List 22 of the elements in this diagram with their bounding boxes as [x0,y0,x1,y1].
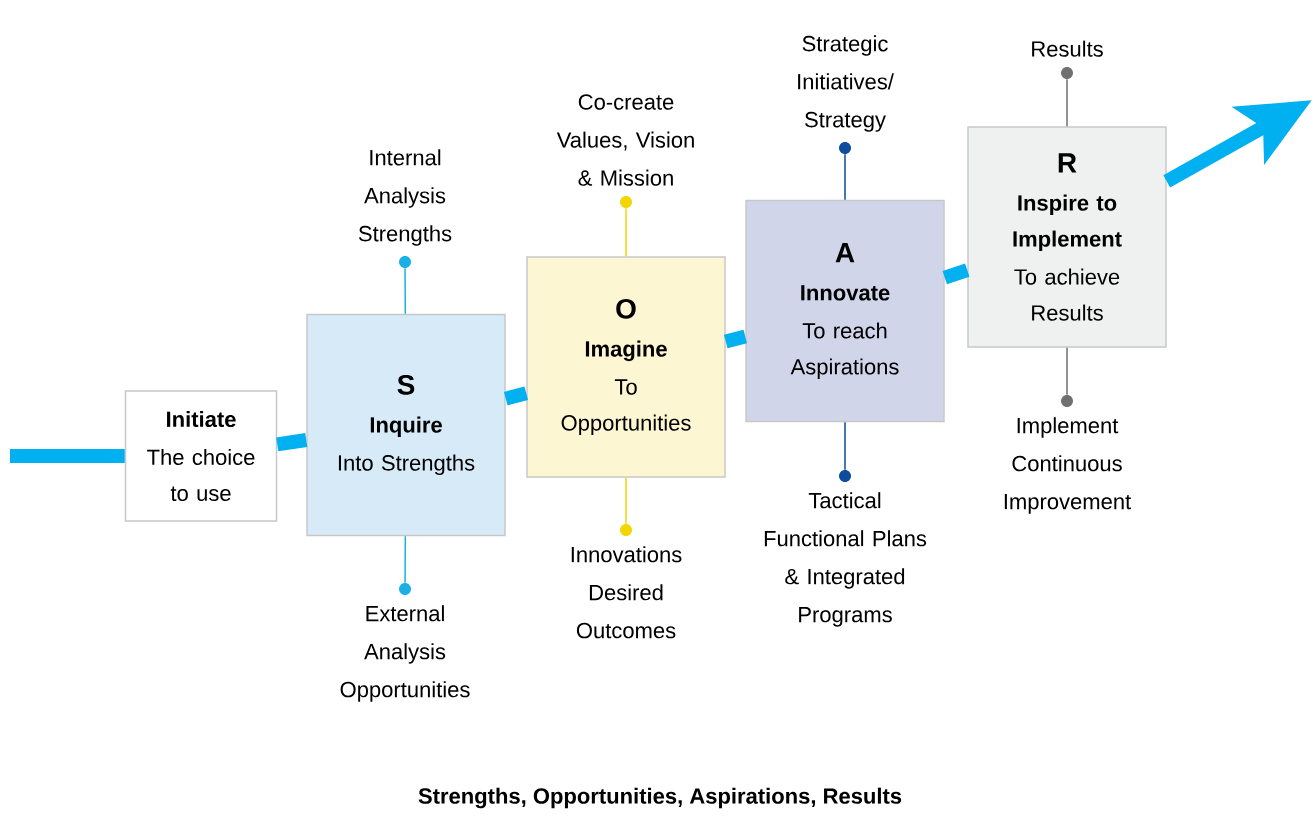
leader-line [844,153,846,201]
annotation-text: Innovations Desired Outcomes [571,546,682,639]
leader-line [404,535,407,584]
annotation-text: Implement Continuous Improvement [1004,417,1132,514]
process-box: O Imagine To Opportunities [526,256,726,478]
process-box: R Inspire to Implement To achieve Results [967,126,1167,348]
caption: Strengths, Opportunities, Aspirations, Results [418,787,902,809]
annotation-text: Results [1032,40,1103,57]
process-box: Initiate The choice to use [124,390,278,522]
process-box: A Innovate To reach Aspirations [745,199,945,423]
leader-line [625,477,627,525]
leader-line [1066,78,1068,127]
annotation-text: Strategic Initiatives/ Strategy [798,35,894,132]
annotation-text: Tactical Functional Plans & Integrated Programs [764,492,927,627]
annotation-text: External Analysis Opportunities [340,605,470,702]
leader-line [404,267,407,315]
annotation-text: Internal Analysis Strengths [358,149,452,246]
process-box: S Inquire Into Strengths [306,313,506,537]
leader-line [844,421,846,471]
leader-line [1066,347,1068,396]
annotation-text: Co-create Values, Vision & Mission [556,94,694,186]
leader-line [625,207,627,257]
